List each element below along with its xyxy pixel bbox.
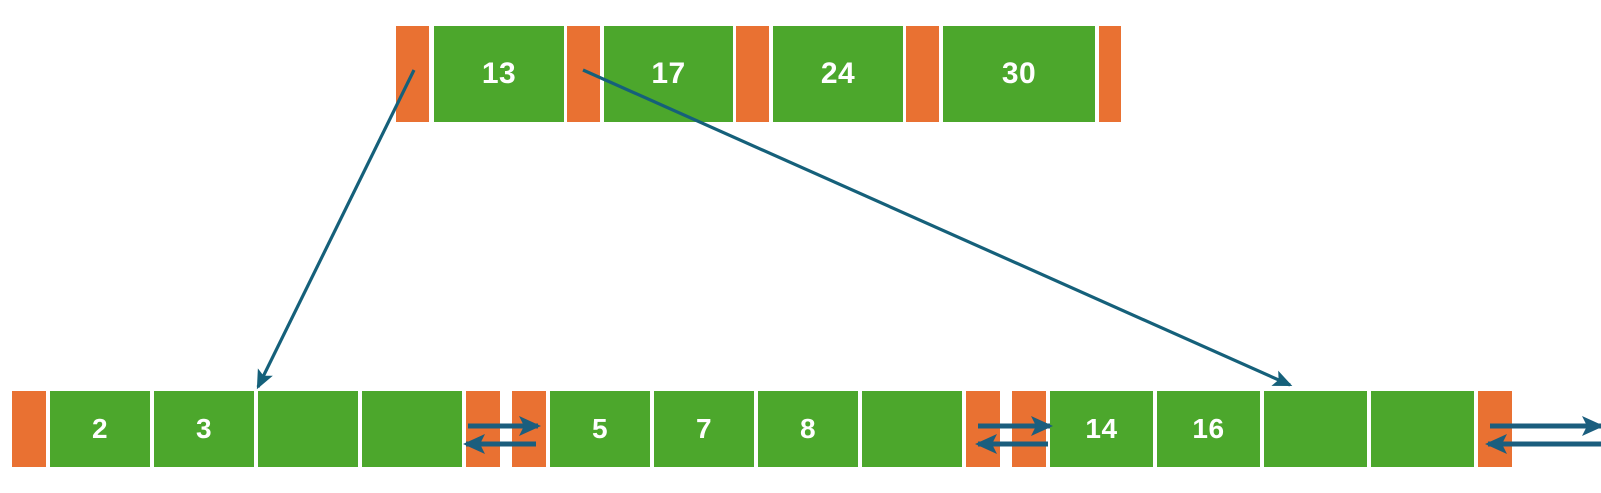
- leaf-node-1-key-cell-2: 3: [154, 391, 254, 467]
- leaf-node-3-pointer-cell-5: [1478, 391, 1512, 467]
- leaf-node-1-key-cell-1: 2: [50, 391, 150, 467]
- leaf-node-3-key-cell-4: [1371, 391, 1474, 467]
- leaf-node-1-key-cell-3: [258, 391, 358, 467]
- leaf-node-3-key-cell-2: 16: [1157, 391, 1260, 467]
- leaf-node-2-key-cell-3: 8: [758, 391, 858, 467]
- leaf-node-2-key-cell-1: 5: [550, 391, 650, 467]
- leaf-node-1-pointer-cell-5: [466, 391, 500, 467]
- leaf-node-2-key-cell-2: 7: [654, 391, 754, 467]
- leaf-node-3-pointer-cell-0: [1012, 391, 1046, 467]
- leaf-node-1-pointer-cell-0: [12, 391, 46, 467]
- leaf-node-3-key-cell-3: [1264, 391, 1367, 467]
- internal-node-key-cell-1: 13: [434, 26, 564, 122]
- leaf-node-1-key-cell-4: [362, 391, 462, 467]
- leaf-node-2-pointer-cell-5: [966, 391, 1000, 467]
- leaf-node-3-key-cell-1: 14: [1050, 391, 1153, 467]
- leaf-node-2-key-cell-4: [862, 391, 962, 467]
- leaf-node-2-pointer-cell-0: [512, 391, 546, 467]
